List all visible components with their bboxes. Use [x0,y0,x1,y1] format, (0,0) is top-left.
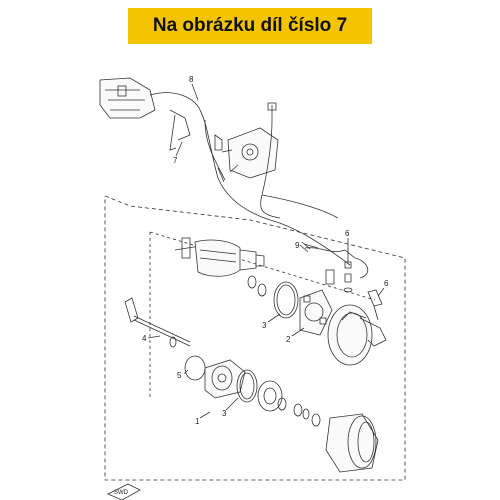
front-cover [204,359,246,399]
harness-wire [199,109,351,266]
part-label-3-lower: 3 [222,409,227,418]
corner-logo: SWD [107,483,141,500]
part-label-8: 8 [189,75,194,84]
part-label-4: 4 [142,334,147,343]
part-label-5: 5 [177,371,182,380]
part-label-7: 7 [173,156,178,165]
part-label-3-upper: 3 [262,321,267,330]
assembly-dashed-boundary [104,195,406,481]
header-banner: Na obrázku díl číslo 7 [128,8,372,44]
yoke-housing [325,413,379,473]
handlebar-switch-assembly [99,77,201,151]
banner-title: Na obrázku díl číslo 7 [152,15,348,36]
armature [174,237,265,277]
end-cover [327,304,387,366]
brush-holder [299,289,333,336]
o-ring-lower [236,369,258,403]
part-label-6-right: 6 [384,279,389,288]
o-ring-5 [184,355,206,381]
part-label-9: 9 [295,241,300,250]
corner-mark-text: SWD [114,490,129,496]
part-label-1: 1 [195,417,200,426]
long-bolt [124,297,191,348]
part-label-2: 2 [286,335,291,344]
bolt-upper [343,248,353,293]
o-ring-upper [273,281,299,319]
engine-fragment [221,127,279,179]
bolt-right [367,289,383,321]
part-label-6-upper: 6 [345,229,350,238]
